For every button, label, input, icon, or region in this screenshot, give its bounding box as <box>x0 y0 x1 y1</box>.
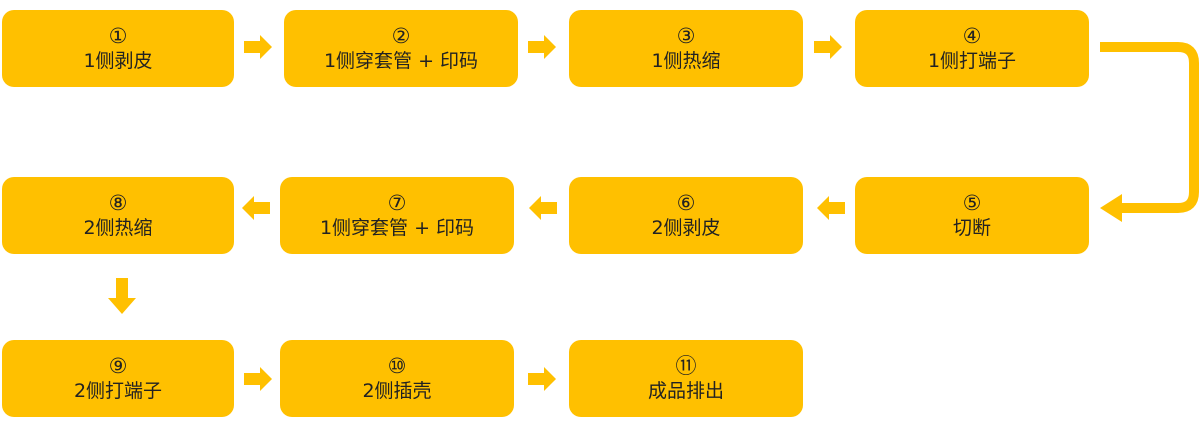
step-label: 1侧穿套管 + 印码 <box>319 216 475 239</box>
step-number: ⑨ <box>108 353 128 378</box>
arrow-down-icon <box>108 278 136 314</box>
step-number: ② <box>391 23 411 48</box>
step-11: ⑪ 成品排出 <box>569 340 803 417</box>
arrow-left-icon <box>817 196 845 220</box>
arrow-right-icon <box>244 367 272 391</box>
step-4: ④ 1侧打端子 <box>855 10 1089 87</box>
step-label: 1侧热缩 <box>651 49 721 72</box>
step-label: 2侧热缩 <box>83 216 153 239</box>
arrow-right-icon <box>528 35 556 59</box>
step-10: ⑩ 2侧插壳 <box>280 340 514 417</box>
step-number: ③ <box>676 23 696 48</box>
step-label: 成品排出 <box>647 379 724 402</box>
step-number: ⑪ <box>675 353 697 378</box>
arrow-right-icon <box>528 367 556 391</box>
arrow-right-icon <box>244 35 272 59</box>
connector-line <box>1100 42 1199 213</box>
step-2: ② 1侧穿套管 + 印码 <box>284 10 518 87</box>
arrow-left-icon <box>1100 194 1122 222</box>
step-3: ③ 1侧热缩 <box>569 10 803 87</box>
step-5: ⑤ 切断 <box>855 177 1089 254</box>
step-number: ⑧ <box>108 190 128 215</box>
step-label: 1侧穿套管 + 印码 <box>323 49 479 72</box>
arrow-left-icon <box>529 196 557 220</box>
arrow-right-icon <box>814 35 842 59</box>
step-number: ⑥ <box>676 190 696 215</box>
step-number: ④ <box>962 23 982 48</box>
step-label: 2侧剥皮 <box>651 216 721 239</box>
step-label: 切断 <box>952 216 991 239</box>
step-label: 1侧打端子 <box>927 49 1017 72</box>
step-number: ⑤ <box>962 190 982 215</box>
step-6: ⑥ 2侧剥皮 <box>569 177 803 254</box>
step-1: ① 1侧剥皮 <box>2 10 234 87</box>
step-number: ① <box>108 23 128 48</box>
step-7: ⑦ 1侧穿套管 + 印码 <box>280 177 514 254</box>
step-label: 1侧剥皮 <box>83 49 153 72</box>
step-9: ⑨ 2侧打端子 <box>2 340 234 417</box>
step-number: ⑩ <box>387 353 407 378</box>
step-number: ⑦ <box>387 190 407 215</box>
step-label: 2侧插壳 <box>362 379 432 402</box>
step-8: ⑧ 2侧热缩 <box>2 177 234 254</box>
arrow-left-icon <box>242 196 270 220</box>
step-label: 2侧打端子 <box>73 379 163 402</box>
